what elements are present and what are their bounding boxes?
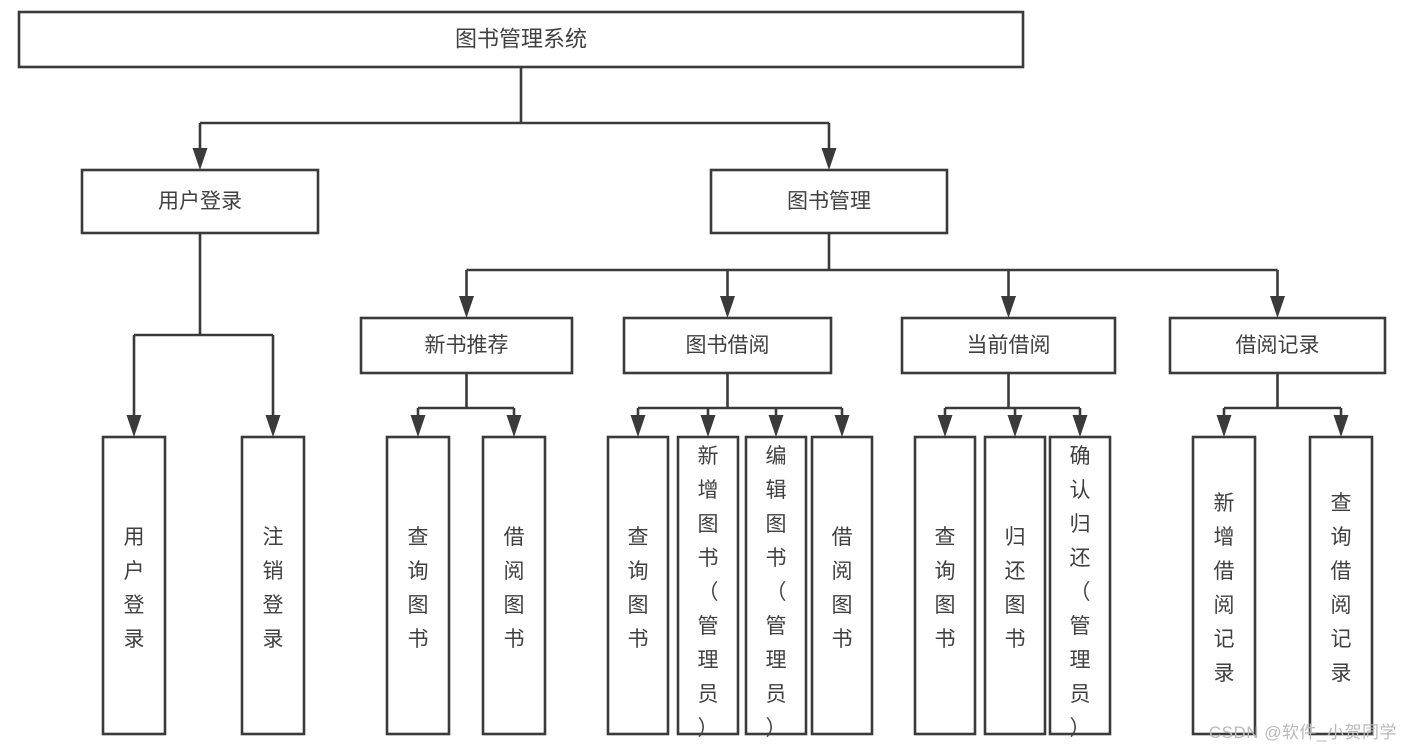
node-label-leaf-user-login: 用户登录 bbox=[124, 526, 145, 651]
node-box-leaf-logout[interactable] bbox=[240, 435, 306, 736]
node-box-borrow-record[interactable] bbox=[1168, 316, 1387, 375]
book-borrow-to-leaves-branch-0-arrowhead bbox=[630, 415, 646, 437]
node-label-leaf-confirm-return: 确认归还（管理员） bbox=[1070, 445, 1091, 740]
node-box-leaf-query-book-3[interactable] bbox=[913, 435, 977, 736]
node-box-leaf-add-record[interactable] bbox=[1191, 435, 1257, 736]
borrow-record-to-leaves-branch-0-arrowhead bbox=[1216, 415, 1232, 437]
node-box-root[interactable] bbox=[17, 10, 1025, 69]
watermark-text: CSDN @软件_小贺同学 bbox=[1208, 723, 1397, 742]
user-login-to-leaves-branch-1-arrowhead bbox=[265, 415, 281, 437]
node-label-leaf-borrow-book-1: 借阅图书 bbox=[504, 526, 525, 651]
book-borrow-to-leaves-branch-1-arrowhead bbox=[700, 415, 716, 437]
node-box-book-management[interactable] bbox=[709, 168, 949, 235]
book-management-to-level2-branch-3-arrowhead bbox=[1270, 296, 1285, 318]
node-box-leaf-add-book[interactable] bbox=[676, 435, 740, 736]
node-box-leaf-borrow-book-1[interactable] bbox=[481, 435, 547, 736]
node-box-new-book-recommend[interactable] bbox=[359, 316, 574, 375]
node-current-borrow[interactable]: 当前借阅 bbox=[900, 316, 1117, 375]
node-box-current-borrow[interactable] bbox=[900, 316, 1117, 375]
current-borrow-to-leaves-branch-0-arrowhead bbox=[937, 415, 953, 437]
node-label-leaf-borrow-book-2: 借阅图书 bbox=[832, 526, 853, 651]
node-book-borrow[interactable]: 图书借阅 bbox=[622, 316, 833, 375]
node-leaf-add-record[interactable]: 新增借阅记录 bbox=[1191, 435, 1257, 736]
root-to-level1-branch-0-arrowhead bbox=[192, 148, 208, 170]
node-box-leaf-query-record[interactable] bbox=[1308, 435, 1374, 736]
node-label-leaf-query-book-3: 查询图书 bbox=[935, 526, 956, 651]
node-leaf-query-book-1[interactable]: 查询图书 bbox=[385, 435, 451, 736]
node-box-leaf-query-book-1[interactable] bbox=[385, 435, 451, 736]
node-label-leaf-query-book-1: 查询图书 bbox=[408, 526, 429, 651]
node-book-management[interactable]: 图书管理 bbox=[709, 168, 949, 235]
root-to-level1-branch-1-arrowhead bbox=[821, 148, 837, 170]
node-box-leaf-edit-book[interactable] bbox=[744, 435, 808, 736]
node-leaf-borrow-book-1[interactable]: 借阅图书 bbox=[481, 435, 547, 736]
node-box-leaf-return-book[interactable] bbox=[983, 435, 1047, 736]
node-box-book-borrow[interactable] bbox=[622, 316, 833, 375]
new-book-to-leaves-branch-1-arrowhead bbox=[506, 415, 522, 437]
node-box-leaf-confirm-return[interactable] bbox=[1048, 435, 1112, 736]
node-layer: 图书管理系统用户登录图书管理新书推荐图书借阅当前借阅借阅记录用户登录注销登录查询… bbox=[17, 10, 1387, 740]
node-label-book-borrow: 图书借阅 bbox=[686, 334, 770, 357]
node-label-leaf-add-book: 新增图书（管理员） bbox=[698, 445, 719, 740]
node-label-leaf-add-record: 新增借阅记录 bbox=[1214, 492, 1235, 685]
node-box-leaf-borrow-book-2[interactable] bbox=[810, 435, 874, 736]
book-borrow-to-leaves-branch-3-arrowhead bbox=[834, 415, 850, 437]
node-label-leaf-query-book-2: 查询图书 bbox=[628, 526, 649, 651]
current-borrow-to-leaves-branch-1-arrowhead bbox=[1007, 415, 1023, 437]
node-root[interactable]: 图书管理系统 bbox=[17, 10, 1025, 69]
connector-layer bbox=[126, 67, 1349, 437]
node-label-leaf-return-book: 归还图书 bbox=[1005, 526, 1026, 651]
node-label-leaf-query-record: 查询借阅记录 bbox=[1331, 492, 1352, 685]
node-leaf-logout[interactable]: 注销登录 bbox=[240, 435, 306, 736]
node-leaf-query-book-2[interactable]: 查询图书 bbox=[606, 435, 670, 736]
node-leaf-user-login[interactable]: 用户登录 bbox=[101, 435, 167, 736]
node-user-login[interactable]: 用户登录 bbox=[80, 168, 320, 235]
node-leaf-confirm-return[interactable]: 确认归还（管理员） bbox=[1048, 435, 1112, 740]
borrow-record-to-leaves-branch-1-arrowhead bbox=[1333, 415, 1349, 437]
node-label-leaf-logout: 注销登录 bbox=[263, 526, 284, 651]
new-book-to-leaves-branch-0-arrowhead bbox=[410, 415, 426, 437]
current-borrow-to-leaves-branch-2-arrowhead bbox=[1072, 415, 1088, 437]
node-label-borrow-record: 借阅记录 bbox=[1236, 334, 1320, 357]
node-new-book-recommend[interactable]: 新书推荐 bbox=[359, 316, 574, 375]
node-label-root: 图书管理系统 bbox=[455, 26, 587, 51]
node-leaf-add-book[interactable]: 新增图书（管理员） bbox=[676, 435, 740, 740]
user-login-to-leaves-branch-0-arrowhead bbox=[126, 415, 142, 437]
node-label-book-management: 图书管理 bbox=[787, 190, 871, 213]
node-leaf-borrow-book-2[interactable]: 借阅图书 bbox=[810, 435, 874, 736]
node-leaf-query-book-3[interactable]: 查询图书 bbox=[913, 435, 977, 736]
node-leaf-query-record[interactable]: 查询借阅记录 bbox=[1308, 435, 1374, 736]
node-box-leaf-user-login[interactable] bbox=[101, 435, 167, 736]
book-management-to-level2-branch-1-arrowhead bbox=[720, 296, 735, 318]
node-label-leaf-edit-book: 编辑图书（管理员） bbox=[766, 445, 787, 740]
book-management-to-level2-branch-0-arrowhead bbox=[459, 296, 474, 318]
node-leaf-edit-book[interactable]: 编辑图书（管理员） bbox=[744, 435, 808, 740]
node-box-leaf-query-book-2[interactable] bbox=[606, 435, 670, 736]
node-leaf-return-book[interactable]: 归还图书 bbox=[983, 435, 1047, 736]
node-label-user-login: 用户登录 bbox=[158, 190, 242, 213]
node-borrow-record[interactable]: 借阅记录 bbox=[1168, 316, 1387, 375]
node-box-user-login[interactable] bbox=[80, 168, 320, 235]
book-borrow-to-leaves-branch-2-arrowhead bbox=[768, 415, 784, 437]
node-label-current-borrow: 当前借阅 bbox=[967, 334, 1051, 357]
node-label-new-book-recommend: 新书推荐 bbox=[425, 334, 509, 357]
book-management-to-level2-branch-2-arrowhead bbox=[1001, 296, 1016, 318]
